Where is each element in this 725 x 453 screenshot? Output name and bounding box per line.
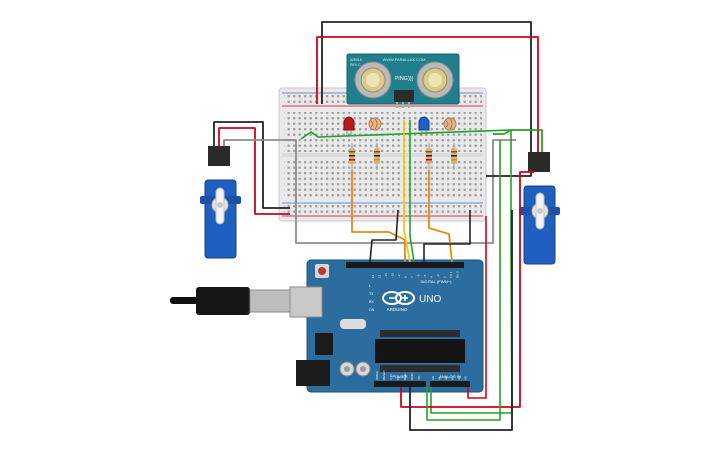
resistor-3[interactable]	[426, 143, 432, 170]
pin-label: 12	[378, 274, 382, 278]
on-label: ON	[369, 308, 375, 312]
servo-left[interactable]	[200, 146, 241, 259]
breadboard[interactable]	[278, 87, 487, 222]
arduino-logo-text: ARDUINO	[387, 307, 408, 312]
pin-label: A2	[444, 376, 448, 380]
tx-label: TX	[369, 292, 374, 296]
pin-label: 13	[371, 274, 375, 278]
usb-cable[interactable]	[170, 287, 293, 315]
pin-label: TX 1	[449, 271, 453, 278]
pin-label: ~5	[423, 274, 427, 278]
sensor-rev: REV C	[350, 63, 361, 67]
pin-label: A3	[451, 376, 455, 380]
wire-red-bottom	[400, 171, 534, 408]
resistor-1[interactable]	[349, 143, 355, 170]
resistor-2[interactable]	[374, 143, 380, 170]
wire-red-left-servo	[218, 127, 290, 215]
wire-black-left-servo	[213, 121, 290, 209]
pin-label: ~11	[384, 273, 388, 278]
microcontroller-chip	[375, 339, 465, 363]
wire-red-short	[467, 216, 487, 399]
power-label: POWER	[392, 374, 407, 379]
pin-label: A4	[457, 376, 461, 380]
rx-label: RX	[369, 300, 375, 304]
wire-black-right-servo	[486, 172, 532, 177]
resistor-4[interactable]	[451, 143, 457, 170]
wire-red-top	[316, 36, 539, 152]
wire-green-sensor	[409, 120, 415, 263]
wire-black-mid	[369, 209, 399, 263]
arduino-logo-icon	[382, 291, 415, 305]
photoresistor-right[interactable]	[443, 117, 457, 131]
arduino-model: UNO	[419, 294, 441, 305]
ultrasonic-sensor[interactable]: WWW.PARALLAX.COM PING))) #28015 REV C	[346, 53, 460, 108]
pin-label: 2	[443, 276, 447, 278]
wire-black-mid2	[423, 210, 471, 262]
pin-label: ~10	[391, 273, 395, 278]
wire-orange-1	[351, 170, 406, 262]
wire-green-bottom	[426, 140, 501, 421]
sensor-brand: WWW.PARALLAX.COM	[382, 57, 425, 62]
pin-label: GND	[410, 373, 414, 381]
red-led[interactable]	[343, 116, 355, 136]
digital-label: DIGITAL (PWM~)	[421, 279, 453, 284]
sensor-model: PING)))	[395, 76, 414, 82]
pin-label: A1	[438, 376, 442, 380]
pin-label: A5	[464, 376, 468, 380]
wires[interactable]	[213, 21, 543, 431]
analog-label: ANALOG IN	[439, 374, 461, 379]
pin-label: A0	[431, 376, 435, 380]
pin-label: IOREF	[375, 371, 379, 380]
pin-label: RX 0	[456, 271, 460, 278]
pin-label: Vin	[417, 375, 421, 380]
pin-label: 7	[410, 276, 414, 278]
pin-label: 5V	[396, 376, 400, 380]
pin-label: ~3	[436, 274, 440, 278]
wire-gray-left-servo	[223, 139, 516, 244]
photoresistor-left[interactable]	[368, 117, 382, 131]
wire-green-long	[300, 129, 513, 414]
wire-yellow	[403, 120, 411, 263]
pin-label: ~9	[397, 274, 401, 278]
l-label: L	[369, 284, 371, 288]
wire-black-bottom	[409, 210, 513, 431]
wire-orange-2	[428, 170, 453, 263]
pin-label: RESET	[382, 370, 386, 380]
arduino-uno[interactable]: UNO ARDUINO DIGITAL (PWM~) TX RX L ON PO…	[289, 259, 484, 393]
pin-label: 8	[404, 276, 408, 278]
pin-label: ~6	[417, 274, 421, 278]
sensor-code: #28015	[350, 58, 362, 62]
pin-label: 3.3V	[389, 374, 393, 380]
pin-label: GND	[403, 373, 407, 381]
wire-black-top	[321, 21, 532, 152]
servo-right[interactable]	[519, 152, 560, 265]
pin-label: 4	[430, 276, 434, 278]
